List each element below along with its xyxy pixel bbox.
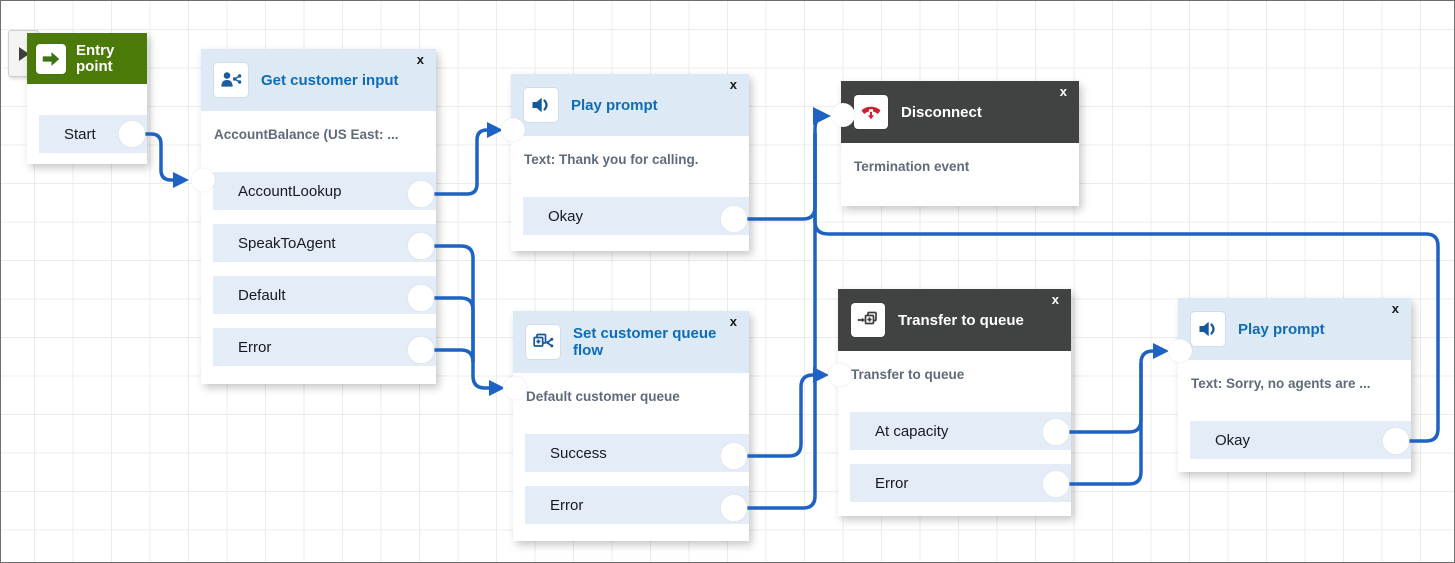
output-row-label: Default bbox=[238, 286, 286, 304]
node-title: Play prompt bbox=[571, 96, 658, 114]
chevron-right-icon bbox=[18, 46, 29, 61]
get-customer-input-icon bbox=[214, 63, 248, 97]
node-play-prompt-top[interactable]: Play prompt x Text: Thank you for callin… bbox=[511, 74, 749, 251]
output-row-start: Start bbox=[39, 115, 147, 153]
output-row-success: Success bbox=[525, 434, 749, 472]
node-header: Transfer to queue x bbox=[838, 289, 1071, 351]
connector-arrowhead bbox=[813, 367, 829, 383]
output-row-at-capacity: At capacity bbox=[850, 412, 1071, 450]
entry-arrow-icon bbox=[36, 43, 66, 74]
node-title: Play prompt bbox=[1238, 320, 1325, 338]
node-description: Text: Sorry, no agents are ... bbox=[1191, 376, 1371, 391]
output-row-accountlookup: AccountLookup bbox=[213, 172, 436, 210]
close-icon[interactable]: x bbox=[1391, 301, 1399, 316]
output-row-label: Okay bbox=[1215, 431, 1251, 449]
output-row-error: Error bbox=[525, 486, 749, 524]
node-description: Transfer to queue bbox=[851, 367, 965, 382]
output-row-okay: Okay bbox=[523, 197, 749, 235]
close-icon[interactable]: x bbox=[1059, 84, 1067, 99]
close-icon[interactable]: x bbox=[729, 314, 737, 329]
connector-arrowhead bbox=[489, 380, 505, 396]
connector-arrowhead bbox=[487, 122, 503, 138]
node-set-customer-queue-flow[interactable]: Set customer queue flow x Default custom… bbox=[513, 311, 749, 541]
output-row-okay: Okay bbox=[1190, 421, 1411, 459]
output-row-label: At capacity bbox=[875, 422, 949, 440]
output-row-label: Error bbox=[875, 474, 909, 492]
output-row-label: SpeakToAgent bbox=[238, 234, 336, 252]
connector-arrowhead bbox=[173, 172, 189, 188]
node-title: Get customer input bbox=[261, 71, 399, 89]
output-row-default: Default bbox=[213, 276, 436, 314]
node-get-customer-input[interactable]: Get customer input x AccountBalance (US … bbox=[201, 49, 436, 384]
output-row-label: Error bbox=[238, 338, 272, 356]
node-disconnect[interactable]: Disconnect x Termination event bbox=[841, 81, 1079, 206]
set-queue-flow-icon bbox=[526, 325, 560, 359]
output-row-label: AccountLookup bbox=[238, 182, 342, 200]
close-icon[interactable]: x bbox=[416, 52, 424, 67]
node-header: Disconnect x bbox=[841, 81, 1079, 143]
node-description: Termination event bbox=[854, 159, 970, 174]
node-title: Transfer to queue bbox=[898, 311, 1024, 329]
node-header: Set customer queue flow x bbox=[513, 311, 749, 373]
node-title: Entry point bbox=[76, 41, 115, 75]
node-title: Disconnect bbox=[901, 103, 982, 121]
output-row-label: Start bbox=[64, 125, 96, 143]
node-header: Play prompt x bbox=[511, 74, 749, 136]
output-row-label: Okay bbox=[548, 207, 584, 225]
output-row-error: Error bbox=[213, 328, 436, 366]
node-title: Set customer queue flow bbox=[573, 325, 717, 359]
transfer-to-queue-icon bbox=[851, 303, 885, 337]
connector-arrowhead bbox=[813, 107, 831, 125]
node-entry-point[interactable]: Entry point Start bbox=[27, 33, 147, 164]
output-row-speaktoagent: SpeakToAgent bbox=[213, 224, 436, 262]
disconnect-phone-icon bbox=[854, 95, 888, 129]
connector-arrowhead bbox=[1153, 343, 1169, 359]
node-description: Default customer queue bbox=[526, 389, 680, 404]
speaker-icon bbox=[524, 88, 558, 122]
output-row-label: Error bbox=[550, 496, 584, 514]
node-play-prompt-bottom[interactable]: Play prompt x Text: Sorry, no agents are… bbox=[1178, 298, 1411, 472]
node-transfer-to-queue[interactable]: Transfer to queue x Transfer to queue At… bbox=[838, 289, 1071, 516]
node-description: AccountBalance (US East: ... bbox=[214, 127, 399, 142]
node-description: Text: Thank you for calling. bbox=[524, 152, 699, 167]
output-row-label: Success bbox=[550, 444, 607, 462]
entry-point-header: Entry point bbox=[27, 33, 147, 84]
close-icon[interactable]: x bbox=[1051, 292, 1059, 307]
node-header: Get customer input x bbox=[201, 49, 436, 111]
close-icon[interactable]: x bbox=[729, 77, 737, 92]
speaker-icon bbox=[1191, 312, 1225, 346]
output-row-error: Error bbox=[850, 464, 1071, 502]
node-header: Play prompt x bbox=[1178, 298, 1411, 360]
